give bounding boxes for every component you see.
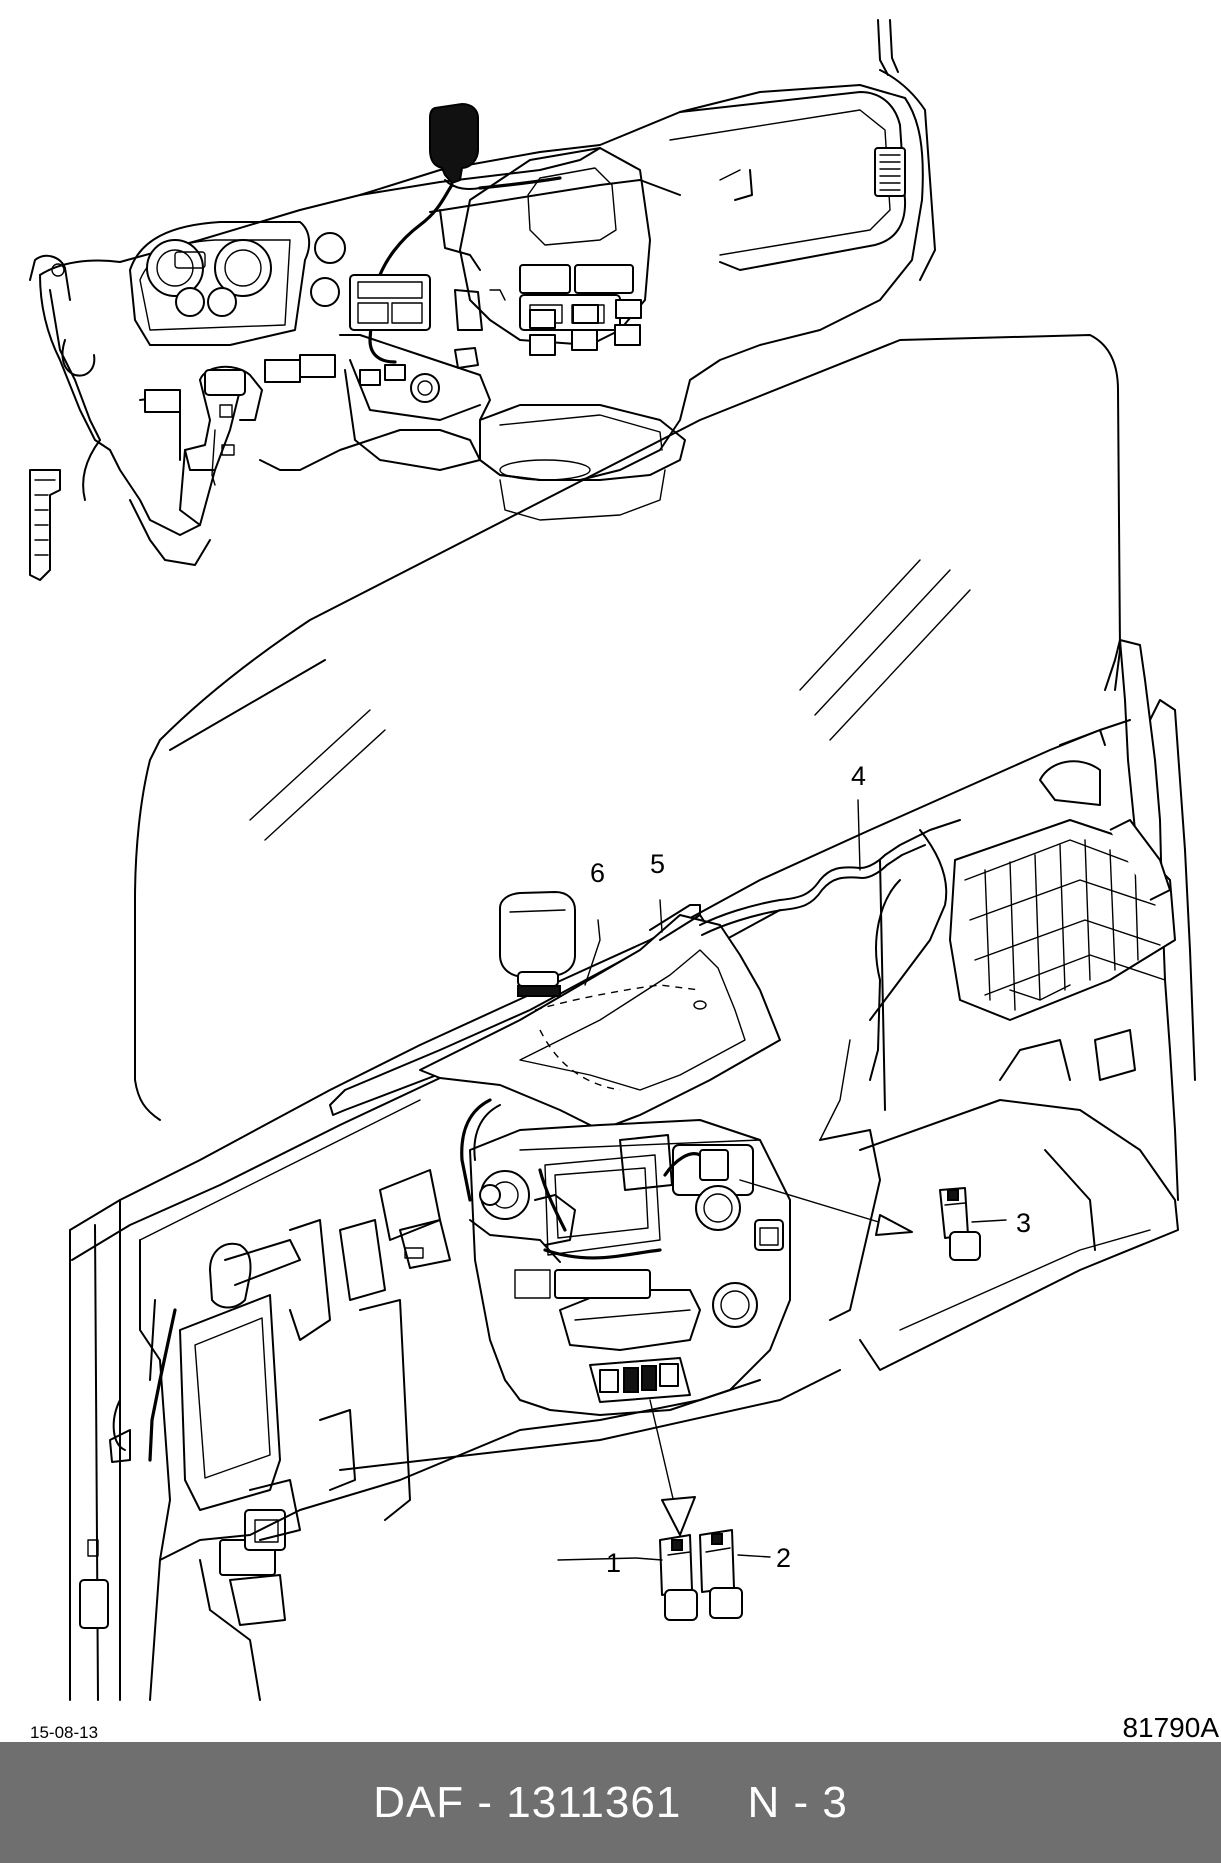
drawing-date: 15-08-13 [30, 1723, 99, 1742]
parts-drawing: 1 2 3 4 5 6 [29, 19, 1196, 1701]
callout-1: 1 [606, 1548, 621, 1578]
switch-component-2 [699, 1529, 743, 1619]
navigation-unit-6 [499, 891, 576, 997]
callout-2: 2 [776, 1543, 791, 1573]
callout-3: 3 [1016, 1208, 1031, 1238]
callout-6: 6 [590, 858, 605, 888]
footer-bar: DAF - 1311361 N - 3 [0, 1742, 1221, 1863]
drawing-code: 81790A [1122, 1712, 1219, 1743]
switch-component-3 [939, 1187, 981, 1261]
switch-component-1 [659, 1534, 698, 1621]
callout-4: 4 [851, 761, 866, 791]
dashboard-overview [29, 19, 936, 581]
cab-interior: 1 2 3 4 5 6 [69, 334, 1196, 1701]
part-number-label: DAF - 1311361 N - 3 [373, 1777, 848, 1827]
callout-5: 5 [650, 849, 665, 879]
